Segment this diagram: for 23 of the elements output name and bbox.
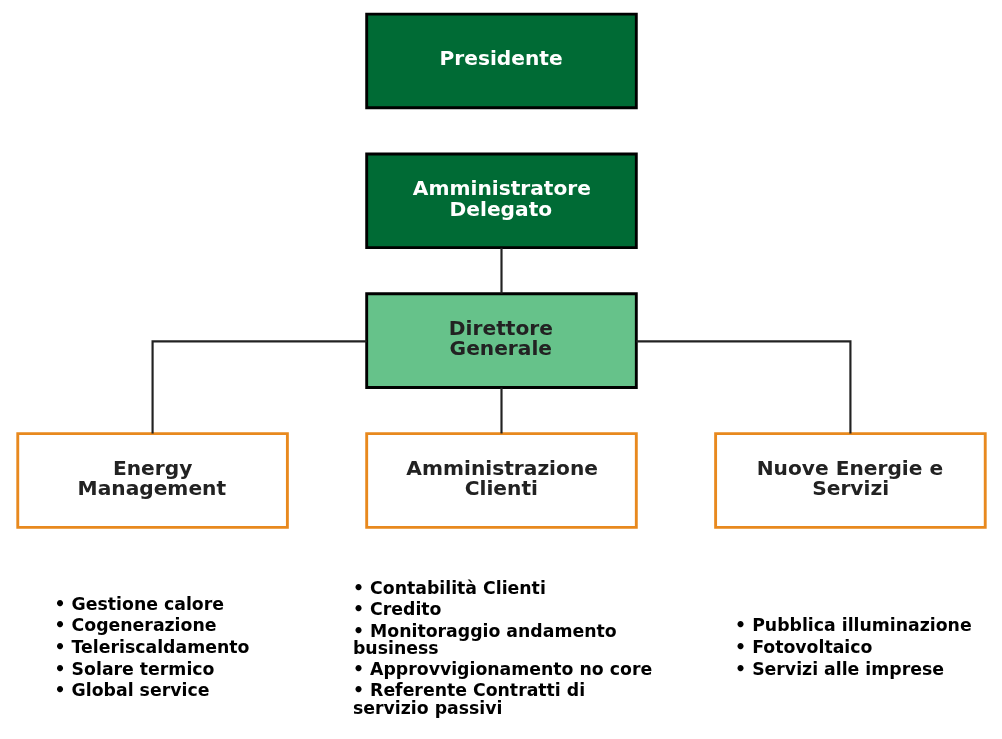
- node-box: Amministrazione Clienti: [364, 432, 638, 529]
- connector: [151, 340, 367, 434]
- node-box: Amministratore Delegato: [364, 152, 638, 250]
- connector: [499, 387, 503, 434]
- node-label: • Fotovoltaico: [734, 636, 872, 657]
- connector: [499, 247, 503, 294]
- node-label: • Monitoraggio andamento business: [352, 621, 617, 659]
- node-label: • Credito: [352, 599, 441, 620]
- node-box: Presidente: [364, 12, 638, 110]
- node-label: • Teleriscaldamento: [54, 636, 249, 657]
- node-label: • Gestione calore: [54, 593, 224, 614]
- node-label: • Global service: [54, 680, 209, 701]
- node-label: • Contabilità Clienti: [352, 577, 546, 598]
- node-label: • Referente Contratti di servizio passivi: [352, 680, 585, 718]
- node-label: • Solare termico: [54, 658, 214, 679]
- node-label: • Approvvigionamento no core: [352, 658, 652, 679]
- node-box: Energy Management: [15, 432, 289, 529]
- node-label: • Pubblica illuminazione: [734, 615, 972, 636]
- node-box: Direttore Generale: [364, 292, 638, 389]
- node-label: • Cogenerazione: [54, 615, 216, 636]
- node-box: Nuove Energie e Servizi: [713, 432, 987, 529]
- node-label: • Servizi alle imprese: [734, 658, 944, 679]
- connector: [635, 340, 851, 434]
